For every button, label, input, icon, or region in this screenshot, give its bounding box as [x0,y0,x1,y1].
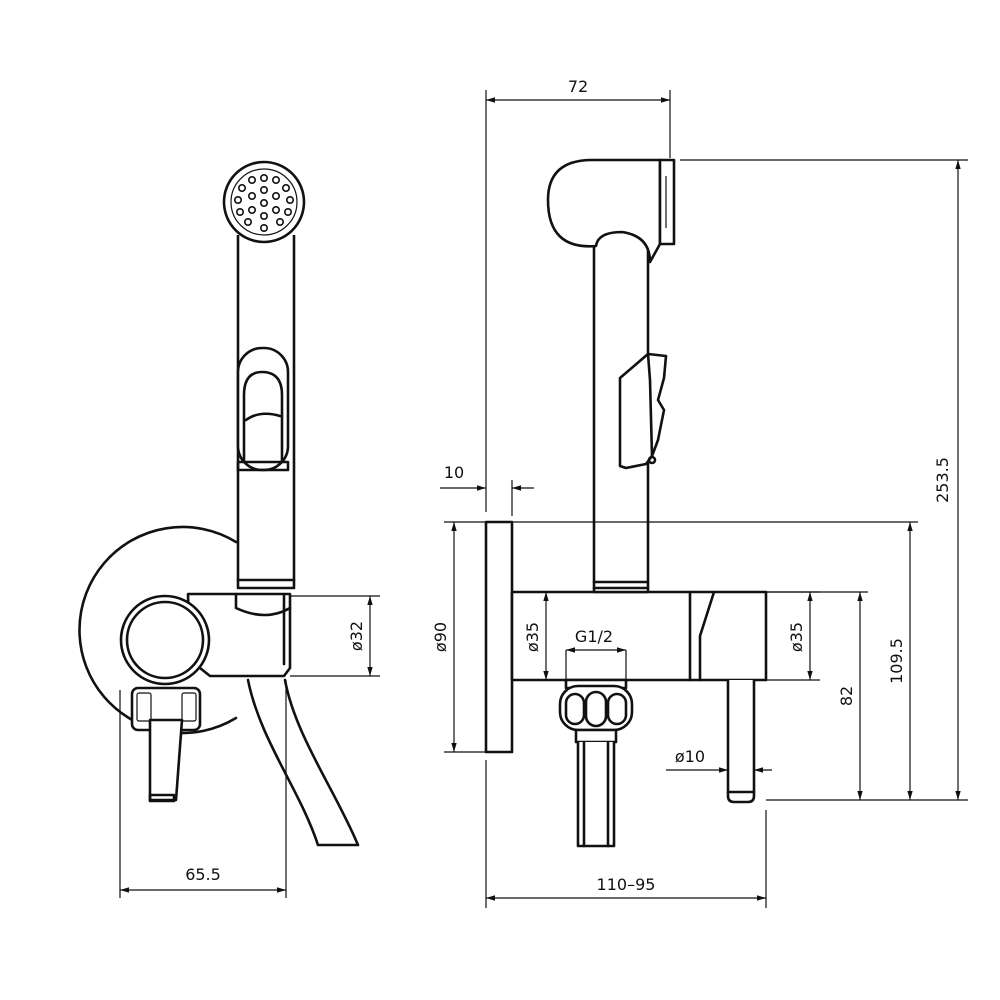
dim-wall-thickness: 10 [440,463,534,516]
dim-total-width: 72 [485,77,671,512]
shower-head-front [222,160,306,244]
dim-body-diameter-right: ø35 [766,591,820,681]
holder-bracket-front [186,592,292,678]
dim-thread-size-label: G1/2 [575,627,613,646]
hose-front [246,678,360,847]
dim-total-width-label: 72 [568,77,588,96]
dim-total-height: 253.5 [680,159,968,801]
side-view: 72 10 253.5 ø90 ø35 [431,77,968,908]
dim-body-diameter-left: ø35 [523,592,549,680]
trigger-lever-side [618,352,668,470]
handset-front [236,235,296,590]
valve-knob-inner [125,600,205,680]
dim-outlet-height: 82 [766,591,868,800]
dim-front-width-label: 65.5 [185,865,221,884]
dim-holder-height: 109.5 [512,521,918,800]
wall-plate-side [484,520,514,754]
dim-pin-diameter: ø10 [666,747,772,773]
dim-projection: 110–95 [485,760,767,908]
connector-nut-side [558,678,634,848]
valve-knob-front [119,594,211,686]
dim-wall-thickness-label: 10 [444,463,464,482]
dim-flange-diameter: ø90 [431,521,486,753]
dim-thread-size: G1/2 [565,627,627,682]
dim-front-width: 65.5 [119,680,287,898]
dim-projection-label: 110–95 [597,875,656,894]
dim-total-height-label: 253.5 [933,457,952,503]
dim-pin-diameter-label: ø10 [675,747,705,766]
front-view: ø32 65.5 [78,160,380,898]
dim-flange-diameter-label: ø90 [431,622,450,652]
dim-holder-diameter-label: ø32 [347,621,366,651]
dim-body-diameter-right-label: ø35 [787,622,806,652]
spray-holes [234,174,294,233]
dim-outlet-height-label: 82 [837,686,856,706]
valve-handle-front [130,686,202,803]
dim-body-diameter-left-label: ø35 [523,622,542,652]
lever-housing-side [688,590,768,804]
dim-holder-diameter: ø32 [290,595,380,677]
dim-holder-height-label: 109.5 [887,638,906,684]
